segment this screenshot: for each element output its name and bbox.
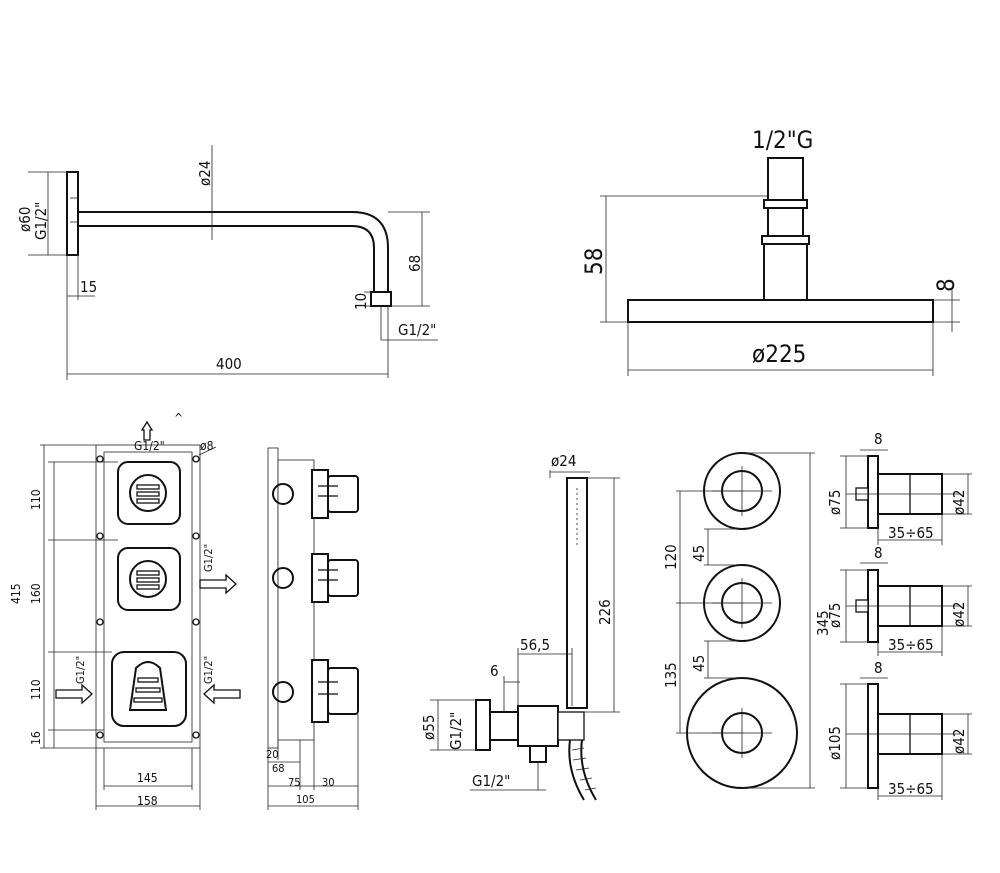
shower-arm-view: ø60 G1/2" ø24 15 68 10 G1/2" 400 bbox=[16, 145, 438, 380]
knob3-knob: ø42 bbox=[950, 729, 968, 754]
hand-hose bbox=[568, 739, 585, 801]
left-inlet-arrow bbox=[55, 683, 93, 705]
knob1-depth: 8 bbox=[874, 430, 883, 448]
arm-pipe-dia: ø24 bbox=[196, 161, 214, 186]
knob3-flange: ø105 bbox=[826, 726, 844, 760]
valve-module-3 bbox=[111, 651, 187, 727]
hand-dim-6: 6 bbox=[490, 662, 499, 680]
valve-module-2 bbox=[117, 547, 181, 611]
plate-dim-45b: 45 bbox=[690, 655, 708, 672]
knob1-flange: ø75 bbox=[826, 490, 844, 515]
hand-holder-block bbox=[517, 705, 559, 747]
valve-width-outer: 158 bbox=[137, 794, 158, 808]
valve-dim-top: 110 bbox=[29, 489, 43, 510]
valve-dim-base: 16 bbox=[29, 731, 43, 745]
top-outlet-arrow bbox=[140, 420, 154, 441]
knob2-range: 35÷65 bbox=[888, 636, 934, 654]
right-outlet-arrow bbox=[199, 573, 237, 595]
hand-flange-thread: G1/2" bbox=[447, 712, 465, 750]
valve-dim-mid: 160 bbox=[29, 583, 43, 604]
side-dim-105: 105 bbox=[296, 793, 315, 806]
arm-flange-thread: G1/2" bbox=[32, 202, 50, 240]
plate-dim-135: 135 bbox=[662, 662, 680, 688]
arm-pipe-top bbox=[78, 211, 389, 292]
side-dim-20: 20 bbox=[266, 748, 279, 761]
right-inlet-arrow bbox=[203, 683, 241, 705]
knob1-range: 35÷65 bbox=[888, 524, 934, 542]
arm-flange-dia: ø60 bbox=[16, 207, 34, 232]
plate-dim-345: 345 bbox=[814, 610, 832, 636]
arm-pipe-bottom bbox=[78, 225, 375, 292]
head-thread: 1/2"G bbox=[752, 126, 813, 154]
valve-box-side: 20 68 75 30 105 bbox=[266, 447, 359, 810]
valve-width-inner: 145 bbox=[137, 771, 158, 785]
head-connector-top bbox=[767, 157, 804, 201]
hand-dia: ø24 bbox=[551, 452, 576, 470]
head-ball-joint bbox=[763, 243, 808, 301]
hand-flange-dia: ø55 bbox=[420, 715, 438, 740]
shower-head-view: 1/2"G 58 8 ø225 bbox=[580, 126, 960, 376]
head-height: 58 bbox=[580, 248, 608, 275]
hand-wall-flange bbox=[475, 699, 491, 751]
valve-top-thread: G1/2" bbox=[134, 439, 165, 453]
hand-shower-view: ø24 226 56,5 6 ø55 G1/2" G1/2" bbox=[420, 452, 620, 801]
knob2-knob: ø42 bbox=[950, 602, 968, 627]
knob2-flange: ø75 bbox=[826, 603, 844, 628]
plate-dim-120: 120 bbox=[662, 544, 680, 570]
side-module-1 bbox=[272, 469, 359, 519]
knob-side-2: 8 ø75 ø42 35÷65 bbox=[826, 544, 972, 656]
hand-outlet bbox=[529, 745, 547, 763]
arm-length: 400 bbox=[216, 355, 242, 373]
valve-dim-total: 415 bbox=[9, 583, 23, 604]
plate-dim-45a: 45 bbox=[690, 545, 708, 562]
valve-hole-dia: ø8 bbox=[200, 439, 214, 453]
side-dim-68: 68 bbox=[272, 762, 285, 775]
arm-drop: 68 bbox=[406, 255, 424, 272]
valve-dim-bottom: 110 bbox=[29, 679, 43, 700]
valve-module-1 bbox=[117, 461, 181, 525]
arm-flange-depth: 15 bbox=[80, 278, 97, 296]
face-plate-view: 120 45 45 135 345 bbox=[662, 452, 832, 789]
knob1-knob: ø42 bbox=[950, 490, 968, 515]
valve-side-thread-lower-right: G1/2" bbox=[202, 656, 215, 684]
knob3-range: 35÷65 bbox=[888, 780, 934, 798]
side-module-3 bbox=[272, 659, 359, 723]
side-dim-30: 30 bbox=[322, 776, 335, 789]
valve-side-thread-upper: G1/2" bbox=[202, 544, 215, 572]
knob-side-3: 8 ø105 ø42 35÷65 bbox=[826, 659, 972, 800]
hand-length: 226 bbox=[596, 599, 614, 625]
arm-outlet-height: 10 bbox=[352, 293, 370, 310]
svg-text:^: ^ bbox=[174, 411, 183, 425]
knob-side-1: 8 ø75 ø42 35÷65 bbox=[826, 430, 972, 545]
wall-flange bbox=[66, 171, 79, 256]
arm-outlet bbox=[370, 291, 392, 307]
arm-outlet-thread: G1/2" bbox=[398, 321, 436, 339]
head-thickness: 8 bbox=[932, 278, 960, 292]
valve-box-front: ^ bbox=[9, 411, 241, 810]
hand-shower-body bbox=[566, 477, 588, 709]
hand-outlet-thread: G1/2" bbox=[472, 772, 510, 790]
side-dim-75: 75 bbox=[288, 776, 301, 789]
knob3-depth: 8 bbox=[874, 659, 883, 677]
side-module-2 bbox=[272, 553, 359, 603]
knob2-depth: 8 bbox=[874, 544, 883, 562]
hand-56-5: 56,5 bbox=[520, 636, 550, 654]
head-diameter: ø225 bbox=[752, 340, 806, 368]
head-disc bbox=[627, 299, 934, 323]
valve-side-thread-lower-left: G1/2" bbox=[74, 656, 87, 684]
